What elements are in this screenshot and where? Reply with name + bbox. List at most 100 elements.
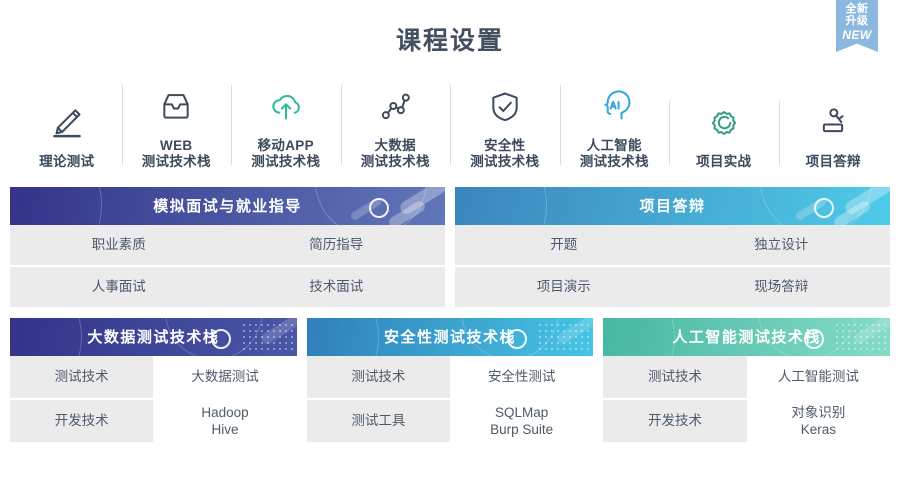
card-cell-right[interactable]: 对象识别 Keras	[746, 399, 891, 442]
icon-label-line2: 测试技术栈	[141, 154, 211, 170]
icon-label-line1: 项目答辩	[805, 154, 861, 170]
card-cell-right-text: 人工智能测试	[777, 369, 859, 385]
icon-cell-4[interactable]: 大数据测试技术栈	[340, 83, 451, 171]
icon-cell-6[interactable]: 人工智能测试技术栈	[559, 83, 670, 171]
card-header-title: 安全性测试技术栈	[384, 329, 517, 347]
card-row: 测试工具 SQLMap Burp Suite	[306, 399, 594, 442]
gavel-icon	[813, 99, 853, 145]
card-cell-right[interactable]: 大数据测试	[153, 355, 297, 398]
card-header-title: 大数据测试技术栈	[87, 329, 220, 347]
card-cell-right[interactable]: Hadoop Hive	[153, 399, 297, 442]
card-cell-right-text: Hadoop Hive	[201, 404, 249, 437]
card-cell-left[interactable]: 测试技术	[10, 355, 154, 398]
card-body: 测试技术 大数据测试开发技术 Hadoop Hive	[10, 355, 297, 442]
card-row: 测试技术 大数据测试	[10, 355, 297, 398]
cloud-upload-icon	[266, 83, 306, 129]
course-card: 项目答辩开题 独立设计项目演示 现场答辩	[455, 186, 890, 307]
tech-stack-card: 安全性测试技术栈测试技术 安全性测试测试工具 SQLMap Burp Suite	[306, 317, 594, 442]
card-cell[interactable]: 职业素质	[91, 236, 146, 252]
badge-line-1: 全新	[845, 3, 869, 15]
card-cell-right[interactable]: 人工智能测试	[746, 355, 891, 398]
card-header-title: 人工智能测试技术栈	[672, 329, 821, 347]
card-row: 测试技术 安全性测试	[306, 355, 594, 398]
new-upgrade-badge: 全新 升级 NEW	[836, 0, 878, 52]
card-cell-right-text: 对象识别 Keras	[791, 404, 846, 437]
ai-head-icon	[594, 83, 634, 129]
bottom-card-row: 大数据测试技术栈测试技术 大数据测试开发技术 Hadoop Hive 安全性测试技术栈…	[10, 317, 891, 442]
page-title: 课程设置	[395, 27, 504, 55]
card-cell-left[interactable]: 开发技术	[603, 399, 747, 442]
card-header: 大数据测试技术栈	[10, 317, 297, 356]
icon-label-line2: 测试技术栈	[360, 154, 430, 170]
node-graph-icon	[375, 83, 415, 129]
card-cell[interactable]: 项目演示	[536, 278, 591, 294]
pencil-icon	[47, 99, 87, 145]
tech-stack-card: 大数据测试技术栈测试技术 大数据测试开发技术 Hadoop Hive	[10, 317, 297, 442]
card-cell-right[interactable]: SQLMap Burp Suite	[450, 399, 594, 442]
card-header: 模拟面试与就业指导	[10, 186, 445, 225]
icon-label-line1: 安全性	[484, 138, 526, 153]
card-cell-right-text: 安全性测试	[487, 369, 556, 385]
card-row: 开发技术 对象识别 Keras	[603, 399, 891, 442]
icon-label-line2: 测试技术栈	[579, 154, 649, 170]
badge-line-2: 升级	[845, 14, 869, 27]
card-row: 职业素质 简历指导	[10, 224, 445, 265]
card-row: 人事面试 技术面试	[10, 264, 445, 307]
card-cell-left[interactable]: 测试技术	[603, 355, 747, 398]
icon-label-line1: 理论测试	[39, 154, 95, 170]
icon-cell-8[interactable]: 项目答辩	[778, 99, 889, 170]
card-cell-right[interactable]: 安全性测试	[450, 355, 594, 398]
card-row: 开题 独立设计	[455, 224, 890, 265]
card-row: 测试技术 人工智能测试	[603, 355, 891, 398]
card-body: 职业素质 简历指导人事面试 技术面试	[10, 224, 445, 307]
icon-label-line2: 测试技术栈	[470, 154, 540, 170]
card-cell[interactable]: 独立设计	[754, 236, 809, 252]
card-header: 人工智能测试技术栈	[603, 317, 891, 356]
icon-label-line1: WEB	[160, 138, 193, 153]
icon-label-line1: 项目实战	[696, 154, 752, 170]
card-cell[interactable]: 简历指导	[309, 236, 364, 252]
card-cell[interactable]: 技术面试	[309, 278, 364, 294]
card-cell-right-text: 大数据测试	[191, 369, 259, 385]
top-card-row: 模拟面试与就业指导职业素质 简历指导人事面试 技术面试 项目答辩开题 独立设计项目演示 现…	[10, 186, 890, 307]
tech-stack-card: 人工智能测试技术栈测试技术 人工智能测试开发技术 对象识别 Keras	[603, 317, 891, 442]
card-body: 开题 独立设计项目演示 现场答辩	[455, 224, 890, 307]
card-cell[interactable]: 开题	[550, 236, 578, 252]
icon-label-line1: 大数据	[374, 138, 416, 153]
card-header: 安全性测试技术栈	[306, 317, 594, 356]
card-cell[interactable]: 人事面试	[91, 278, 146, 294]
icon-cell-5[interactable]: 安全性测试技术栈	[450, 83, 560, 171]
icon-label-8: 项目答辩	[806, 154, 861, 170]
card-cell[interactable]: 现场答辩	[754, 278, 809, 294]
card-cell-left[interactable]: 测试技术	[306, 355, 451, 398]
card-header-title: 项目答辩	[639, 198, 706, 216]
course-card: 模拟面试与就业指导职业素质 简历指导人事面试 技术面试	[10, 186, 445, 307]
icon-label-line1: 移动APP	[257, 138, 314, 153]
icon-label-4: 大数据测试技术栈	[361, 138, 430, 171]
card-body: 测试技术 安全性测试测试工具 SQLMap Burp Suite	[306, 355, 594, 442]
card-row: 开发技术 Hadoop Hive	[10, 399, 297, 442]
icon-label-line2: 测试技术栈	[251, 154, 321, 170]
inbox-tray-icon	[156, 83, 196, 129]
icon-cell-1[interactable]: 理论测试	[12, 99, 122, 170]
gear-icon	[704, 99, 744, 145]
icon-label-line1: 人工智能	[586, 138, 642, 153]
card-cell-right-text: SQLMap Burp Suite	[490, 404, 554, 437]
icon-label-6: 人工智能测试技术栈	[580, 138, 649, 171]
icon-label-1: 理论测试	[39, 154, 94, 170]
card-header-title: 模拟面试与就业指导	[153, 198, 302, 216]
icon-label-7: 项目实战	[696, 154, 751, 170]
card-cell-left[interactable]: 测试工具	[306, 399, 451, 442]
card-cell-left[interactable]: 开发技术	[10, 399, 154, 442]
shield-check-icon	[485, 83, 525, 129]
card-row: 项目演示 现场答辩	[455, 264, 890, 307]
icon-label-5: 安全性测试技术栈	[470, 138, 539, 171]
card-header: 项目答辩	[455, 186, 890, 225]
card-body: 测试技术 人工智能测试开发技术 对象识别 Keras	[603, 355, 891, 442]
icon-cell-7[interactable]: 项目实战	[669, 99, 779, 170]
